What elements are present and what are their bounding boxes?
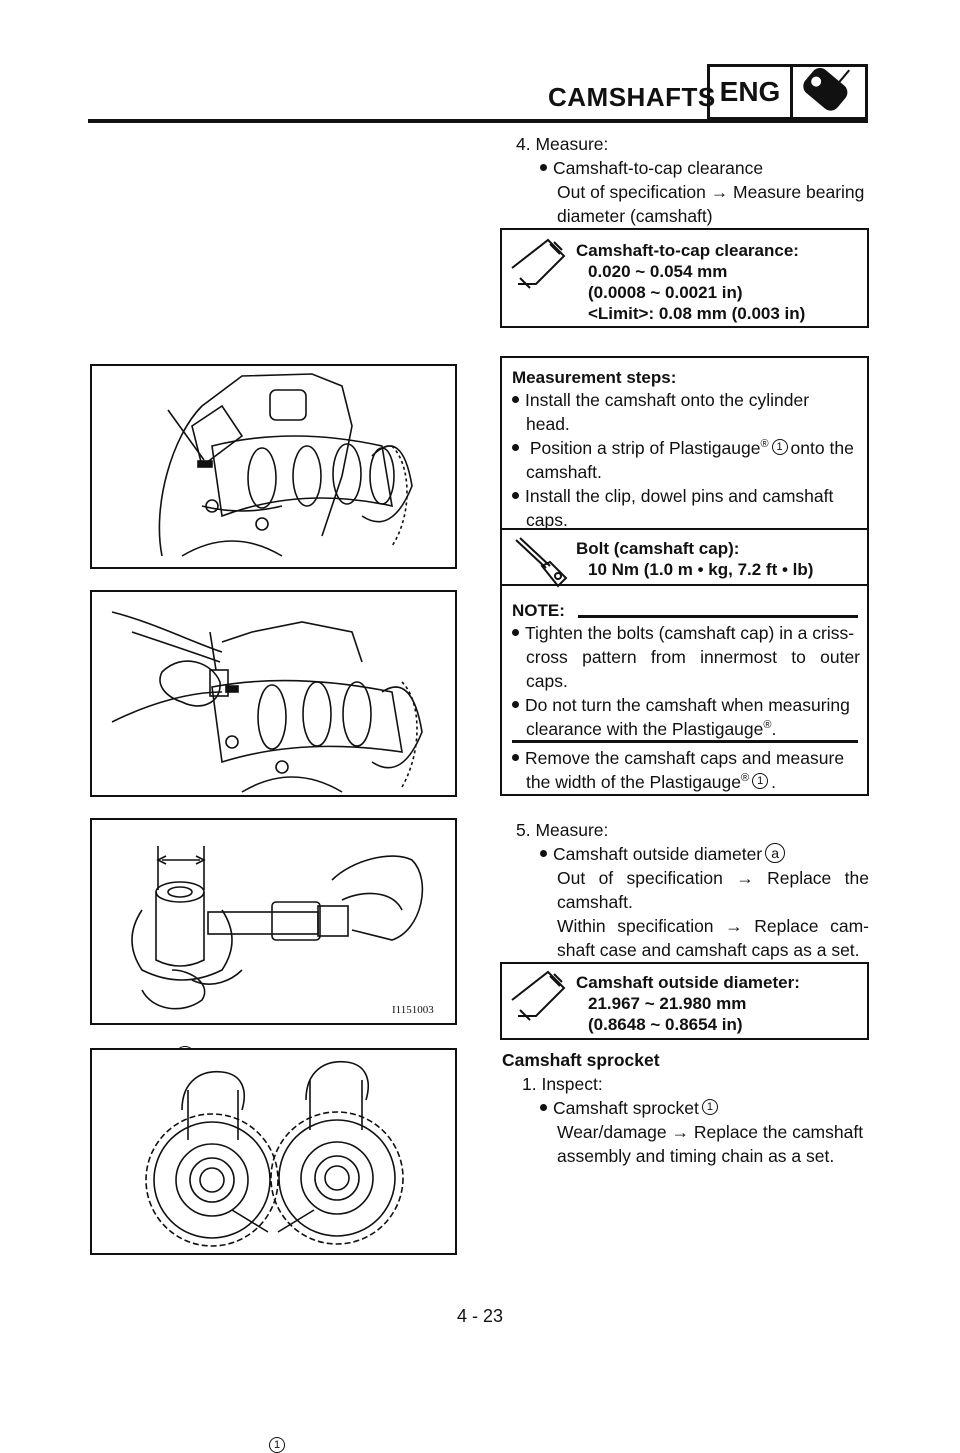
note-n1c: caps. xyxy=(526,671,568,691)
figure-code: I1151003 xyxy=(392,1004,434,1016)
spec1-value: 0.020 ~ 0.054 mm xyxy=(588,262,728,281)
eng-badge: ENG xyxy=(707,64,793,120)
steps-b1a: Install the camshaft onto the cylinder xyxy=(512,388,860,413)
registered-mark: ® xyxy=(741,772,750,785)
steps-b1b: head. xyxy=(526,414,570,434)
spec-box-outside-diameter: Camshaft outside diameter: 21.967 ~ 21.9… xyxy=(500,962,869,1040)
step5-title: 5. Measure: xyxy=(516,820,609,840)
spec2-title: Camshaft outside diameter: xyxy=(576,973,800,992)
sprocket-l1: Wear/damage → Replace the camshaft xyxy=(557,1122,864,1142)
spec2-value: 21.967 ~ 21.980 mm xyxy=(588,994,747,1013)
spec1-limit: <Limit>: 0.08 mm (0.003 in) xyxy=(588,304,806,323)
figure-camshaft-plastigauge: 1 xyxy=(90,364,457,619)
engine-wrench-icon xyxy=(790,64,868,120)
page-number: 4 - 23 xyxy=(456,1306,504,1326)
note-n2a: Do not turn the camshaft when measuring xyxy=(512,693,850,718)
remove-b: the width of the Plastigauge®1. xyxy=(526,772,776,792)
spec2-value-in: (0.8648 ~ 0.8654 in) xyxy=(588,1015,743,1034)
steps-b3b: caps. xyxy=(526,510,568,530)
registered-mark: ® xyxy=(760,438,769,451)
caliper-icon xyxy=(510,238,566,305)
callout-1: 1 xyxy=(701,1099,718,1116)
registered-mark: ® xyxy=(763,719,772,732)
caliper-icon xyxy=(510,970,566,1037)
step5-l3: Within specification → Replace cam- xyxy=(557,916,869,936)
sprocket-l2: assembly and timing chain as a set. xyxy=(557,1146,835,1166)
callout-1: 1 xyxy=(771,439,788,456)
note-n1a: Tighten the bolts (camshaft cap) in a cr… xyxy=(512,621,860,646)
note-label: NOTE: xyxy=(512,601,565,620)
note-n2b-text: clearance with the Plastigauge xyxy=(526,719,764,739)
step5-l4: shaft case and camshaft caps as a set. xyxy=(557,940,860,960)
note-n2b: clearance with the Plastigauge®. xyxy=(526,719,777,739)
figure-callout-1: 1 xyxy=(269,1436,285,1453)
steps-title: Measurement steps: xyxy=(512,368,677,387)
step5-l2: camshaft. xyxy=(557,892,633,912)
remove-a: Remove the camshaft caps and measure xyxy=(512,746,844,771)
steps-b2b: onto the xyxy=(790,438,854,458)
torque-title: Bolt (camshaft cap): xyxy=(576,539,740,558)
step5-l1: Out of specification → Replace the xyxy=(557,868,869,888)
figure-micrometer-measurement: a I1151003 xyxy=(90,818,457,1066)
sprocket-step: 1. Inspect: xyxy=(522,1074,603,1094)
step4-line1: Out of specification → Measure bearing xyxy=(557,182,865,202)
sprocket-item-text: Camshaft sprocket xyxy=(553,1098,699,1118)
figure-plastigauge-installation: 1 xyxy=(90,590,457,835)
steps-b2a: Position a strip of Plastigauge xyxy=(529,438,761,458)
spec-box-clearance: Camshaft-to-cap clearance: 0.020 ~ 0.054… xyxy=(500,228,869,328)
callout-1: 1 xyxy=(752,773,769,790)
divider xyxy=(502,528,867,530)
section-title: CAMSHAFTS xyxy=(548,82,716,112)
spec1-value-in: (0.0008 ~ 0.0021 in) xyxy=(588,283,743,302)
spec1-title: Camshaft-to-cap clearance: xyxy=(576,241,799,260)
note-rule xyxy=(578,615,858,618)
torque-value: 10 Nm (1.0 m • kg, 7.2 ft • lb) xyxy=(588,560,814,579)
steps-b3a: Install the clip, dowel pins and camshaf… xyxy=(512,484,833,509)
divider xyxy=(502,584,867,586)
step4-title: 4. Measure: xyxy=(516,134,609,154)
header-rule xyxy=(88,119,868,123)
figure-camshaft-sprockets: 1 xyxy=(90,1048,457,1453)
step5-item-text: Camshaft outside diameter xyxy=(553,844,763,864)
step4-line2: diameter (camshaft) xyxy=(557,206,713,226)
note-rule-bottom xyxy=(512,740,858,743)
steps-b2c: camshaft. xyxy=(526,462,602,482)
callout-a: a xyxy=(765,843,786,864)
sprocket-heading: Camshaft sprocket xyxy=(502,1050,660,1070)
step4-item: Camshaft-to-cap clearance xyxy=(540,156,763,181)
torque-wrench-icon xyxy=(512,536,568,593)
measurement-steps-box: Measurement steps: Install the camshaft … xyxy=(500,356,869,796)
remove-b-text: the width of the Plastigauge xyxy=(526,772,742,792)
note-n1b: cross pattern from innermost to outer xyxy=(526,647,860,667)
